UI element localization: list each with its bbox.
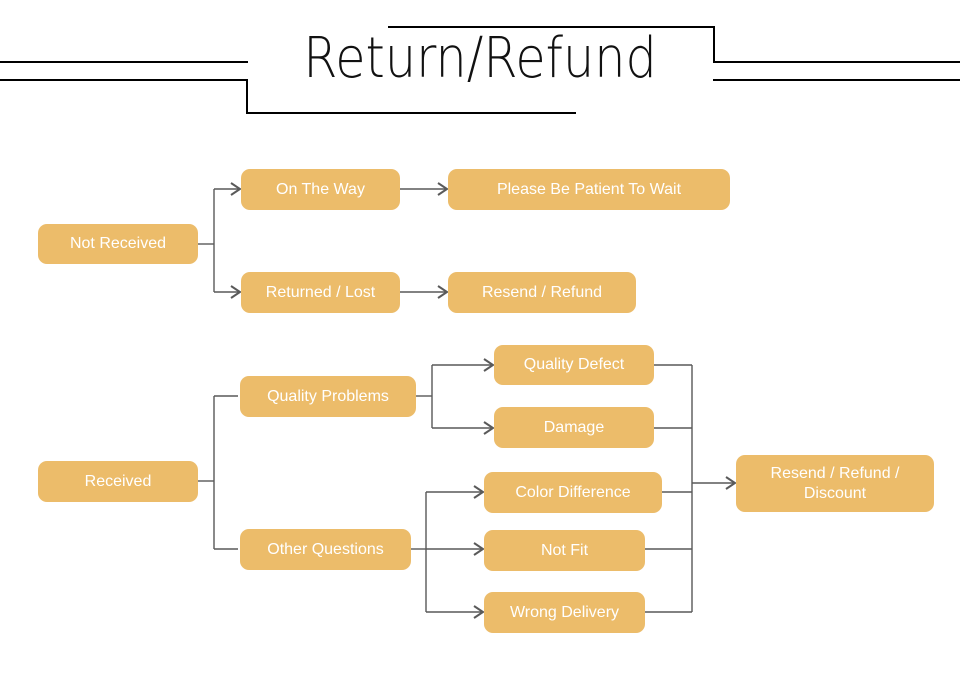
node-received[interactable]: Received xyxy=(38,461,198,502)
header-rule-bottom xyxy=(246,112,576,114)
node-label: Damage xyxy=(543,418,605,436)
node-not-received[interactable]: Not Received xyxy=(38,224,198,264)
node-label: Color Difference xyxy=(515,483,631,501)
node-not-fit[interactable]: Not Fit xyxy=(484,530,645,571)
node-label: On The Way xyxy=(276,180,365,198)
node-on-the-way[interactable]: On The Way xyxy=(241,169,400,210)
page-title: Return/Refund xyxy=(303,26,657,91)
node-label: Other Questions xyxy=(267,540,384,558)
node-label: Not Fit xyxy=(540,541,589,559)
node-label: Received xyxy=(84,472,152,490)
header-rule-left-lower xyxy=(0,79,248,81)
header-rule-left-vertical xyxy=(246,79,248,114)
node-returned-lost[interactable]: Returned / Lost xyxy=(241,272,400,313)
header-rule-left-upper xyxy=(0,61,248,63)
page-header: Return/Refund xyxy=(0,0,960,130)
node-resend-refund[interactable]: Resend / Refund xyxy=(448,272,636,313)
node-label: Quality Problems xyxy=(267,387,389,405)
node-label: Resend / Refund / Discount xyxy=(770,464,900,502)
node-label: Please Be Patient To Wait xyxy=(496,180,682,198)
header-rule-top xyxy=(388,26,715,28)
node-label: Quality Defect xyxy=(523,356,625,373)
header-rule-right-vertical xyxy=(713,26,715,63)
node-quality-defect[interactable]: Quality Defect xyxy=(494,345,654,385)
header-rule-right-lower xyxy=(713,79,960,81)
node-wrong-delivery[interactable]: Wrong Delivery xyxy=(484,592,645,633)
node-label: Not Received xyxy=(69,235,167,252)
node-quality-problems[interactable]: Quality Problems xyxy=(240,376,416,417)
node-please-be-patient-to-wait[interactable]: Please Be Patient To Wait xyxy=(448,169,730,210)
node-damage[interactable]: Damage xyxy=(494,407,654,448)
node-resend-refund-discount[interactable]: Resend / Refund / Discount xyxy=(736,455,934,512)
node-other-questions[interactable]: Other Questions xyxy=(240,529,411,570)
node-color-difference[interactable]: Color Difference xyxy=(484,472,662,513)
node-label: Wrong Delivery xyxy=(509,603,620,621)
node-label: Returned / Lost xyxy=(265,283,376,301)
header-rule-right-upper xyxy=(713,61,960,63)
node-label: Resend / Refund xyxy=(481,283,603,301)
